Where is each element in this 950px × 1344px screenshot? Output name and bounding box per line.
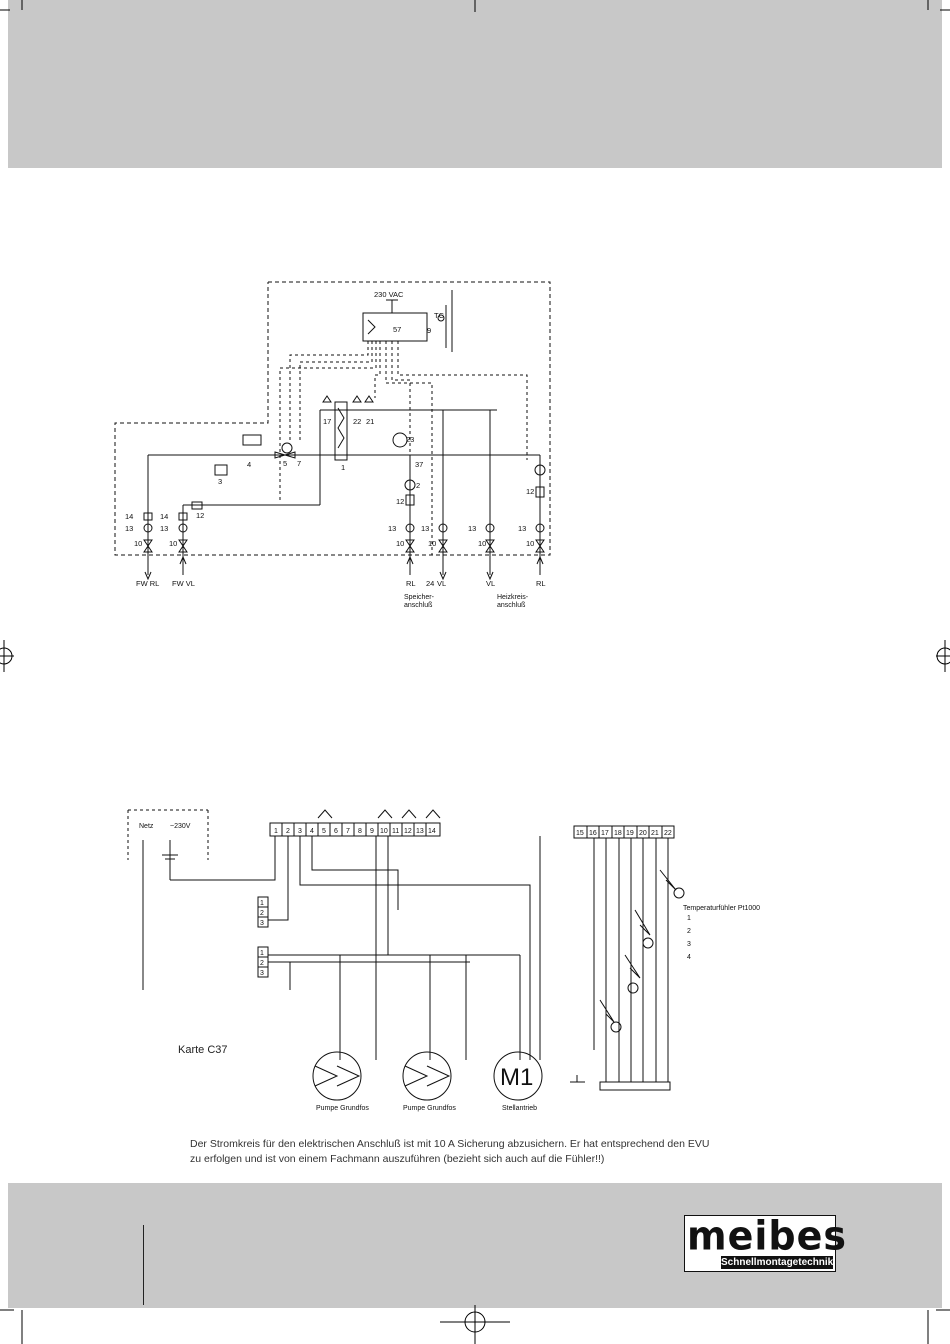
net-label: Netz: [139, 823, 154, 830]
terminal-label: 7: [346, 828, 350, 835]
net-voltage-label: ~230V: [170, 823, 191, 830]
header-band: [8, 0, 942, 168]
terminal-label: 5: [322, 828, 326, 835]
controller-id-label: 57: [393, 325, 401, 334]
component-number: 13: [160, 524, 168, 533]
component-number: 7: [297, 459, 301, 468]
component-number: 13: [125, 524, 133, 533]
component-number: 12: [526, 487, 534, 496]
heizkreis-group-label: Heizkreis- anschluß: [497, 594, 529, 609]
terminal-label: 11: [392, 828, 399, 835]
terminal-label: 21: [651, 830, 659, 837]
wiring-schematic: 1 2 3 4 5 6 7 8 9 10 11 12 13 14 15 16 1…: [127, 809, 760, 1112]
terminal-label: 20: [639, 830, 647, 837]
sensor-item: 1: [687, 915, 691, 922]
terminal-label: 12: [404, 828, 412, 835]
component-number: 37: [415, 460, 423, 469]
connection-vl-storage: VL: [437, 579, 446, 588]
component-number: 21: [366, 417, 374, 426]
connection-fw-vl: FW VL: [172, 579, 195, 588]
footer-divider: [143, 1225, 144, 1305]
component-number: 4: [247, 460, 251, 469]
side-terminal-label: 2: [260, 960, 264, 967]
hydraulic-schematic: 230 VAC 57 TC 17 22 21 23 37 2 12 12 12 …: [114, 281, 551, 588]
actuator-label: Stellantrieb: [502, 1105, 537, 1112]
terminal-label: 2: [286, 828, 290, 835]
component-number: 5: [283, 459, 287, 468]
motor-label: M1: [500, 1064, 533, 1091]
sensor-item: 3: [687, 941, 691, 948]
sensor-tag-label: TC: [434, 311, 445, 320]
component-number: 10: [134, 539, 142, 548]
terminal-label: 13: [416, 828, 424, 835]
pump-label: Pumpe Grundfos: [403, 1105, 456, 1112]
terminal-label: 6: [334, 828, 338, 835]
side-terminal-label: 3: [260, 970, 264, 977]
connection-vl-heating: VL: [486, 579, 495, 588]
component-number: 2: [416, 481, 420, 490]
terminal-label: 3: [298, 828, 302, 835]
component-number: 3: [218, 477, 222, 486]
side-terminal-label: 1: [260, 900, 264, 907]
component-number: 12: [196, 511, 204, 520]
brand-tagline: Schnellmontagetechnik: [721, 1256, 834, 1269]
speicher-group-label: Speicher- anschluß: [404, 594, 434, 609]
terminal-label: 15: [576, 830, 584, 837]
terminal-label: 18: [614, 830, 622, 837]
component-number: 9: [427, 326, 431, 335]
terminal-label: 16: [589, 830, 597, 837]
safety-note: Der Stromkreis für den elektrischen Ansc…: [190, 1138, 710, 1165]
component-number: 13: [518, 524, 526, 533]
sensor-item: 2: [687, 928, 691, 935]
component-number: 10: [428, 539, 436, 548]
component-number: 10: [526, 539, 534, 548]
terminal-label: 14: [428, 828, 436, 835]
side-terminal-label: 3: [260, 920, 264, 927]
connection-24: 24: [426, 579, 434, 588]
component-number: 14: [125, 512, 133, 521]
component-number: 13: [421, 524, 429, 533]
connection-rl-heating: RL: [536, 579, 546, 588]
sensor-item: 4: [687, 954, 691, 961]
component-number: 23: [406, 435, 414, 444]
terminal-label: 9: [370, 828, 374, 835]
side-terminal-label: 1: [260, 950, 264, 957]
brand-name: meibes: [687, 1212, 847, 1260]
terminal-label: 10: [380, 828, 388, 835]
brand-logo: meibes Schnellmontagetechnik: [684, 1212, 847, 1272]
component-number: 22: [353, 417, 361, 426]
supply-voltage-label: 230 VAC: [374, 290, 404, 299]
component-number: 10: [169, 539, 177, 548]
terminal-label: 1: [274, 828, 278, 835]
terminal-label: 8: [358, 828, 362, 835]
connection-rl-storage: RL: [406, 579, 416, 588]
component-number: 10: [478, 539, 486, 548]
component-number: 10: [396, 539, 404, 548]
card-label: Karte C37: [178, 1044, 228, 1056]
terminal-label: 19: [626, 830, 634, 837]
component-number: 13: [468, 524, 476, 533]
component-number: 12: [396, 497, 404, 506]
component-number: 13: [388, 524, 396, 533]
terminal-label: 22: [664, 830, 672, 837]
component-number: 1: [341, 463, 345, 472]
component-number: 14: [160, 512, 168, 521]
connection-fw-rl: FW RL: [136, 579, 159, 588]
terminal-label: 4: [310, 828, 314, 835]
sensor-title: Temperaturfühler Pt1000: [683, 905, 760, 912]
pump-label: Pumpe Grundfos: [316, 1105, 369, 1112]
terminal-label: 17: [601, 830, 609, 837]
side-terminal-label: 2: [260, 910, 264, 917]
component-number: 17: [323, 417, 331, 426]
